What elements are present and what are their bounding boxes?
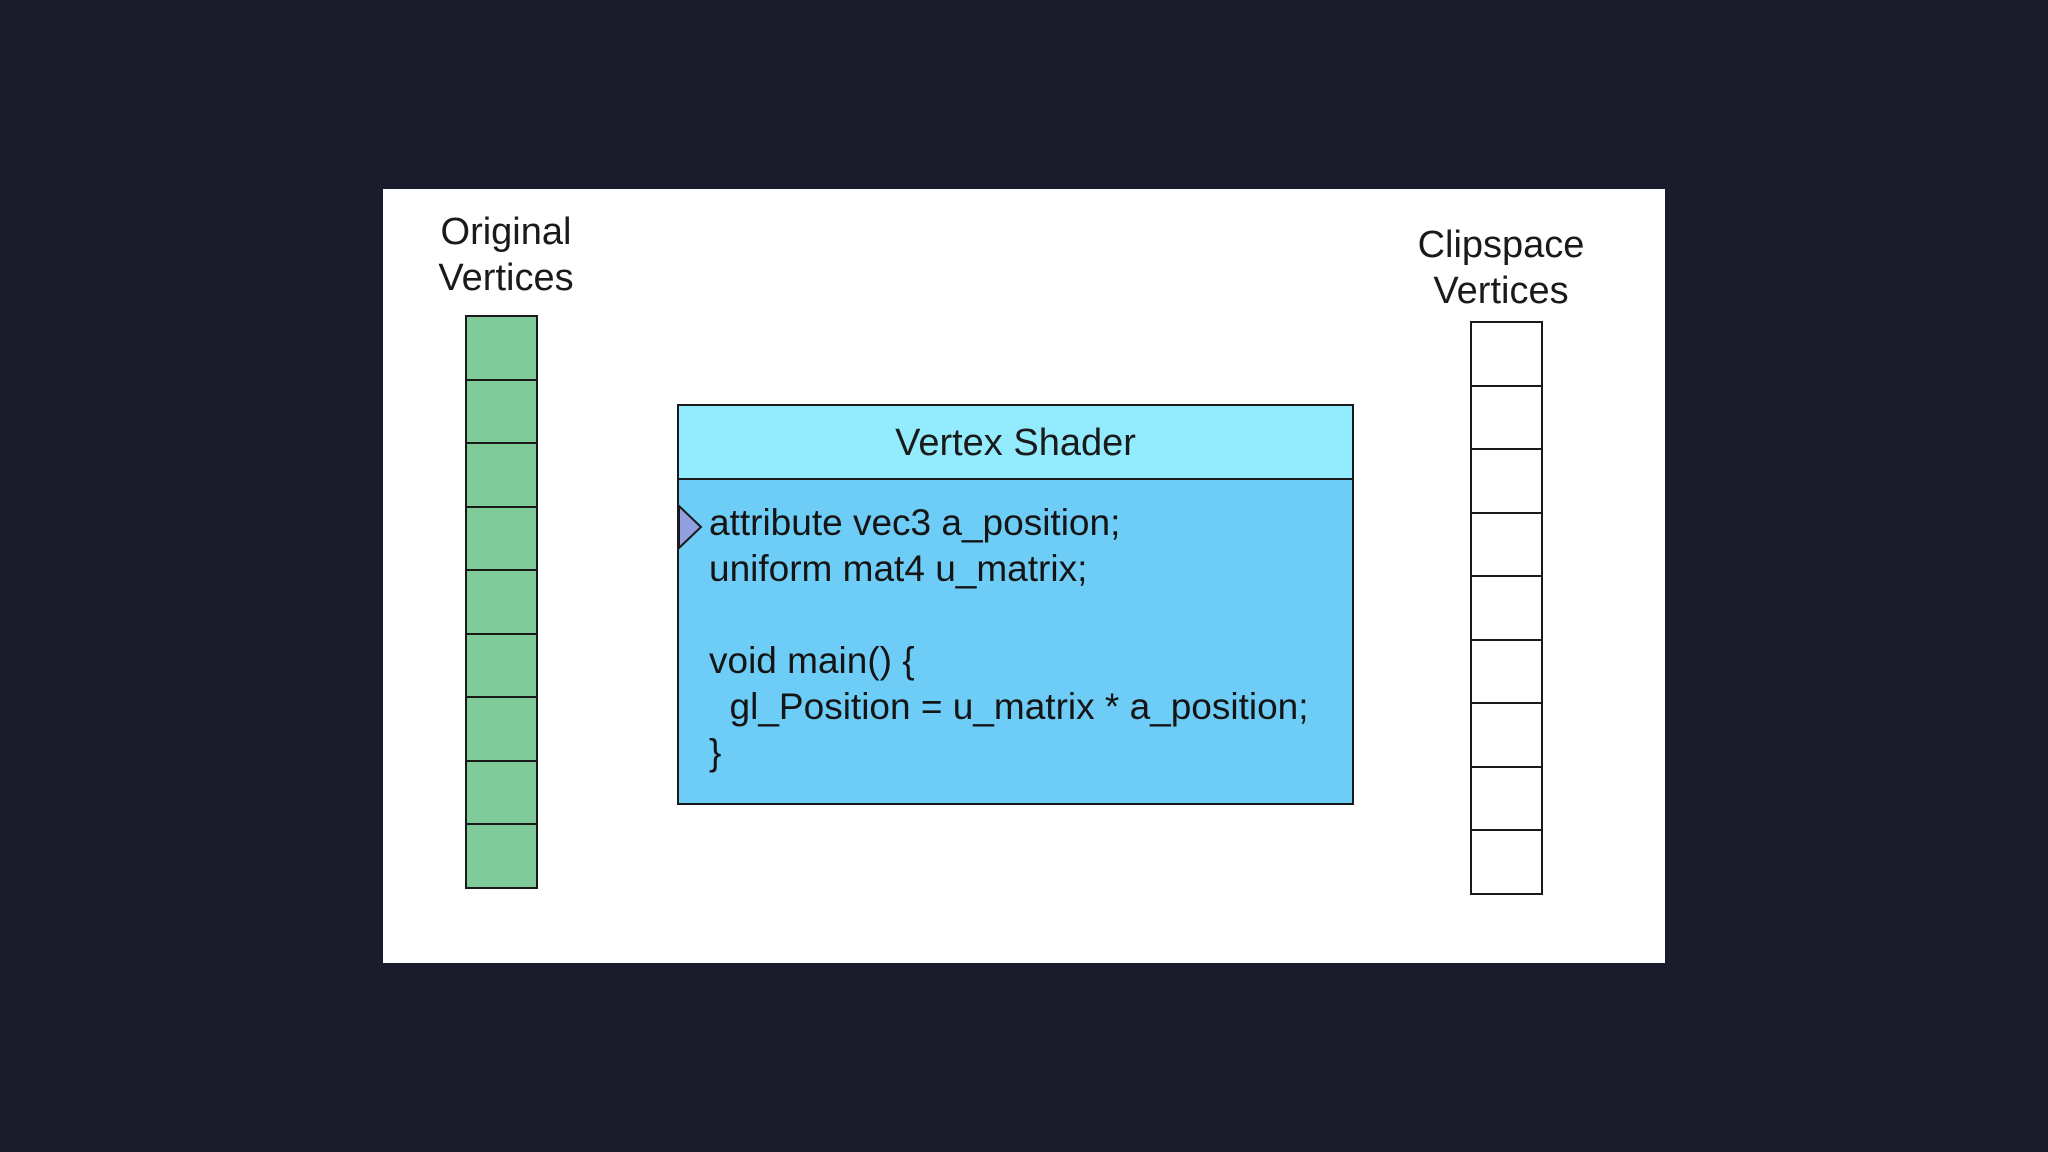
original-vertex-cell <box>465 380 538 444</box>
original-vertex-cell <box>465 698 538 762</box>
clipspace-vertex-cell <box>1470 323 1543 387</box>
clipspace-vertex-cell <box>1470 577 1543 641</box>
original-vertex-cell <box>465 825 538 889</box>
clipspace-vertex-cell <box>1470 640 1543 704</box>
clipspace-vertices-title: Clipspace Vertices <box>1416 222 1586 314</box>
triangle-right-icon <box>678 504 703 550</box>
clipspace-vertices-title-line2: Vertices <box>1433 270 1569 312</box>
code-line <box>709 592 1309 638</box>
code-line: attribute vec3 a_position; <box>709 502 1121 543</box>
original-vertex-cell <box>465 761 538 825</box>
original-vertex-cell <box>465 634 538 698</box>
clipspace-vertex-cell <box>1470 386 1543 450</box>
original-vertex-cell <box>465 571 538 635</box>
original-vertices-stack <box>465 315 538 889</box>
original-vertices-title-line2: Vertices <box>438 257 574 299</box>
clipspace-vertices-title-line1: Clipspace <box>1417 224 1585 266</box>
clipspace-vertex-cell <box>1470 767 1543 831</box>
code-line: gl_Position = u_matrix * a_position; <box>709 686 1309 727</box>
original-vertex-cell <box>465 317 538 381</box>
original-vertices-title: Original Vertices <box>426 209 586 301</box>
clipspace-vertices-stack <box>1470 321 1543 895</box>
vertex-shader-box: Vertex Shader attribute vec3 a_position;… <box>677 404 1354 805</box>
vertex-shader-title: Vertex Shader <box>679 406 1352 480</box>
original-vertices-title-line1: Original <box>440 211 572 253</box>
clipspace-vertex-cell <box>1470 831 1543 895</box>
code-line: uniform mat4 u_matrix; <box>709 548 1088 589</box>
code-line: void main() { <box>709 640 915 681</box>
clipspace-vertex-cell <box>1470 513 1543 577</box>
clipspace-vertex-cell <box>1470 704 1543 768</box>
original-vertex-cell <box>465 507 538 571</box>
clipspace-vertex-cell <box>1470 450 1543 514</box>
diagram-panel: Original Vertices Vertex Shader attribut… <box>383 189 1665 963</box>
shader-code: attribute vec3 a_position;uniform mat4 u… <box>709 500 1309 776</box>
original-vertex-cell <box>465 444 538 508</box>
code-line: } <box>709 732 722 773</box>
